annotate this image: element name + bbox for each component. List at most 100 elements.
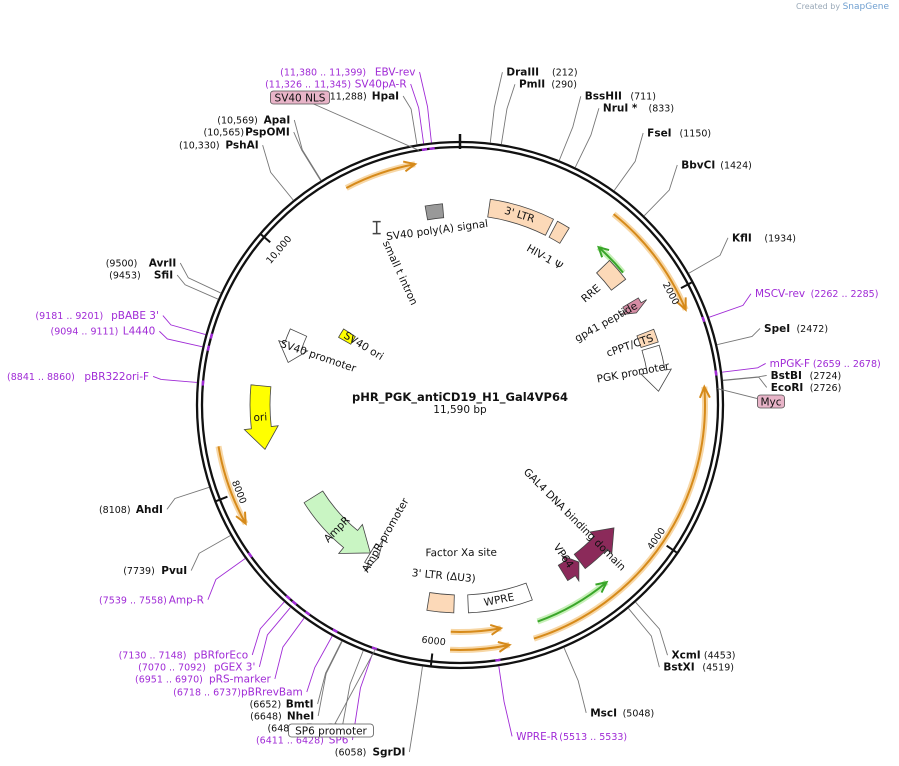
- primer-tick: [429, 147, 435, 151]
- site-name: KflI: [732, 232, 752, 244]
- site-position: (1150): [680, 129, 712, 140]
- site-leader: [716, 328, 761, 346]
- site-name: EcoRI: [771, 382, 804, 394]
- site-leader: [688, 237, 729, 274]
- boxed-label-myc: [757, 394, 786, 409]
- feature-sv40-poly-a-signal: [424, 203, 445, 221]
- site-name: PmlI: [519, 79, 545, 91]
- site-name: PshAI: [225, 140, 258, 152]
- site-position: (1934): [764, 233, 796, 244]
- site-name: MscI: [590, 707, 617, 719]
- boxed-label-text: SV40 NLS: [275, 93, 326, 105]
- snapgene-watermark: Created by SnapGene: [796, 2, 889, 12]
- feature-label-rre: RRE: [579, 282, 603, 305]
- boxed-leader: [330, 648, 376, 732]
- site-leader: [166, 486, 210, 510]
- outer-arc-head: [675, 297, 687, 312]
- site-position: (9500): [106, 258, 138, 269]
- primer-leader: [152, 376, 198, 383]
- site-leader: [190, 535, 231, 571]
- primer-position: (7130 .. 7148): [119, 650, 187, 661]
- primer-name: SV40pA-R: [355, 78, 407, 90]
- boxed-label-text: Myc: [760, 397, 781, 409]
- primer-position: (11,380 .. 11,399): [280, 67, 366, 78]
- site-position: (9453): [109, 270, 141, 281]
- feature-label-gal4-dna-binding-domain: GAL4 DNA binding domain: [521, 466, 628, 573]
- site-name: PvuI: [161, 565, 187, 577]
- feature-vp64: [557, 554, 580, 583]
- feature-pgk-promoter: [640, 344, 673, 392]
- site-leader: [176, 274, 219, 300]
- primer-position: (6951 .. 6970): [135, 674, 203, 685]
- site-position: (8108): [99, 505, 131, 516]
- tick-mark: [666, 544, 678, 554]
- tick-label: 6000: [421, 635, 446, 649]
- primer-name: SP6: [329, 735, 349, 747]
- primer-name: pGEX 3': [214, 661, 256, 673]
- site-position: (7739): [123, 566, 155, 577]
- tick-mark: [680, 281, 693, 289]
- primer-leader: [410, 83, 425, 144]
- site-leader: [489, 72, 503, 143]
- outer-arc: [345, 163, 416, 189]
- feature-label-gp41-peptide: gp41 peptide: [573, 300, 640, 345]
- outer-arc: [612, 213, 687, 311]
- primer-tick: [304, 610, 311, 616]
- primer-position: (9094 .. 9111): [51, 327, 119, 338]
- primer-position: (6411 .. 6428): [256, 736, 324, 747]
- site-leader: [613, 132, 644, 191]
- site-position: (711): [630, 92, 656, 103]
- watermark-app: SnapGene: [842, 2, 889, 12]
- site-leader: [317, 640, 343, 705]
- plasmid-name: pHR_PGK_antiCD19_H1_Gal4VP64: [352, 390, 568, 405]
- primer-leader: [159, 330, 203, 348]
- outer-arc-head: [235, 511, 247, 526]
- site-position: (4453): [704, 651, 736, 662]
- boxed-label-sv40-nls: [269, 90, 330, 105]
- primer-tick: [291, 600, 298, 606]
- primer-name: EBV-rev: [375, 66, 416, 78]
- site-leader: [558, 96, 582, 161]
- site-leader: [722, 376, 768, 388]
- restriction-sites: DraIII(212)PmlI(290)BssHII(711)NruI *(83…: [99, 67, 841, 759]
- features: [243, 198, 673, 614]
- site-leader: [262, 145, 294, 201]
- primer-leader: [306, 635, 333, 693]
- feature-label-3-ltr-u3: 3' LTR (ΔU3): [411, 567, 476, 585]
- primer-leader: [207, 558, 246, 600]
- site-name: ApaI: [264, 115, 291, 127]
- tick-mark: [429, 653, 434, 666]
- feature-3-ltr-u3: [426, 592, 455, 614]
- site-leader: [574, 108, 600, 168]
- boxed-label-text: SP6 promoter: [295, 726, 367, 738]
- site-position: (4519): [702, 663, 734, 674]
- feature-wpre: [467, 582, 533, 614]
- site-leader: [500, 84, 516, 145]
- inner-arc-head: [489, 623, 504, 636]
- outer-annotation-arcs: [215, 160, 711, 653]
- site-name: SpeI: [764, 323, 790, 335]
- primer-position: (7070 .. 7092): [138, 662, 206, 673]
- site-name: BstBI: [771, 370, 802, 382]
- site-leader: [402, 95, 418, 145]
- feature-3-ltr: [487, 198, 555, 236]
- primer-leader: [351, 653, 373, 741]
- site-name: NheI: [287, 711, 314, 723]
- site-leader: [293, 119, 322, 181]
- green-arc-glow: [536, 579, 609, 625]
- feature-small-t-intron: [372, 220, 381, 235]
- site-leader: [408, 666, 423, 753]
- site-position: (6652): [250, 700, 282, 711]
- primer-tick: [285, 594, 291, 601]
- site-position: (290): [551, 80, 577, 91]
- feature-sv40-promoter: [278, 328, 309, 364]
- feature-rre: [596, 259, 627, 291]
- site-name: BbvCI: [681, 159, 715, 171]
- primer-position: (11,326 .. 11,345): [265, 79, 351, 90]
- primer-tick: [247, 552, 253, 558]
- site-leader: [179, 262, 222, 294]
- site-position: (6648): [250, 712, 282, 723]
- green-arc: [537, 581, 608, 623]
